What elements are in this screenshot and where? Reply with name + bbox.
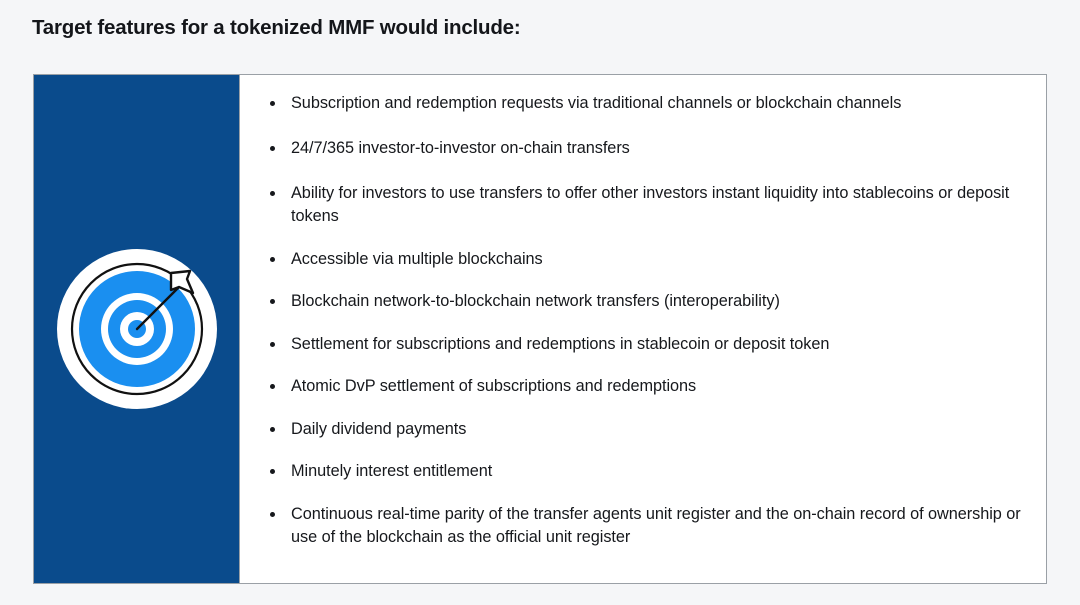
- list-item: Ability for investors to use transfers t…: [265, 182, 1028, 228]
- bullet-dot-icon: [270, 511, 275, 517]
- features-list: Subscription and redemption requests via…: [265, 92, 1028, 549]
- list-item-text: Minutely interest entitlement: [291, 462, 493, 480]
- bullet-dot-icon: [270, 101, 275, 106]
- list-item: Settlement for subscriptions and redempt…: [265, 333, 1028, 356]
- list-item-text: Ability for investors to use transfers t…: [291, 184, 1010, 225]
- page-title: Target features for a tokenized MMF woul…: [32, 16, 521, 39]
- list-item-text: Blockchain network-to-blockchain network…: [291, 292, 780, 310]
- list-item-text: Daily dividend payments: [291, 419, 467, 438]
- list-item: Accessible via multiple blockchains: [265, 248, 1028, 271]
- list-item-text: Subscription and redemption requests via…: [291, 94, 902, 112]
- target-bullseye-icon: [56, 249, 217, 409]
- bullet-dot-icon: [270, 256, 275, 262]
- list-item: Atomic DvP settlement of subscriptions a…: [265, 375, 1028, 398]
- bullet-dot-icon: [270, 384, 275, 389]
- list-item: Subscription and redemption requests via…: [265, 92, 1028, 115]
- list-item-text: Continuous real-time parity of the trans…: [291, 504, 1021, 546]
- list-item: Daily dividend payments: [265, 418, 1028, 441]
- list-item-text: 24/7/365 investor-to-investor on-chain t…: [291, 139, 630, 157]
- list-item-text: Atomic DvP settlement of subscriptions a…: [291, 377, 697, 395]
- bullet-dot-icon: [270, 469, 275, 474]
- list-item: Blockchain network-to-blockchain network…: [265, 290, 1028, 313]
- bullet-dot-icon: [270, 426, 275, 432]
- list-item-text: Settlement for subscriptions and redempt…: [291, 334, 830, 353]
- features-card: Subscription and redemption requests via…: [33, 74, 1047, 584]
- bullet-dot-icon: [270, 146, 275, 151]
- accent-panel: [34, 75, 240, 583]
- list-item: 24/7/365 investor-to-investor on-chain t…: [265, 137, 1028, 160]
- list-item-text: Accessible via multiple blockchains: [291, 249, 543, 268]
- bullet-dot-icon: [270, 299, 275, 304]
- list-item: Minutely interest entitlement: [265, 460, 1028, 483]
- list-item: Continuous real-time parity of the trans…: [265, 503, 1028, 549]
- bullet-dot-icon: [270, 191, 275, 196]
- features-list-container: Subscription and redemption requests via…: [240, 75, 1046, 583]
- bullet-dot-icon: [270, 341, 275, 347]
